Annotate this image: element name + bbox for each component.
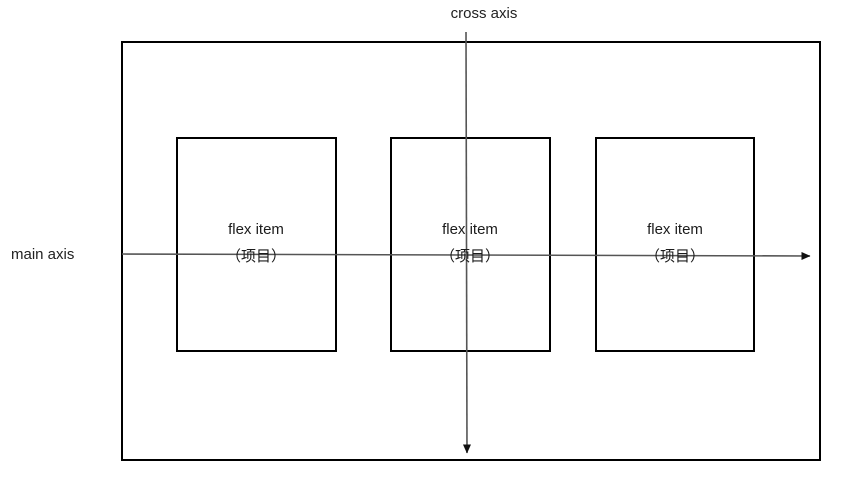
flex-item-label-3: flex item （项目） (645, 221, 705, 266)
flex-item-label-cn-1: （项目） (225, 247, 287, 265)
flex-item-rect-3 (595, 137, 755, 352)
flex-item-label-en-3: flex item (647, 221, 703, 238)
cross-axis-line (462, 31, 471, 454)
cross-axis-label: cross axis (450, 5, 518, 22)
flex-item-label-en-1: flex item (228, 221, 284, 238)
flex-item-rect-2 (390, 137, 551, 352)
flex-item-label-en-2: flex item (442, 221, 498, 238)
flex-item-label-2: flex item （项目） (440, 221, 500, 266)
flex-item-label-1: flex item （项目） (226, 221, 286, 266)
main-axis-label: main axis (11, 246, 75, 263)
flex-item-label-cn-3: （项目） (644, 247, 706, 265)
flex-item-label-cn-2: （项目） (439, 247, 501, 265)
flex-item-rect-1 (176, 137, 337, 352)
